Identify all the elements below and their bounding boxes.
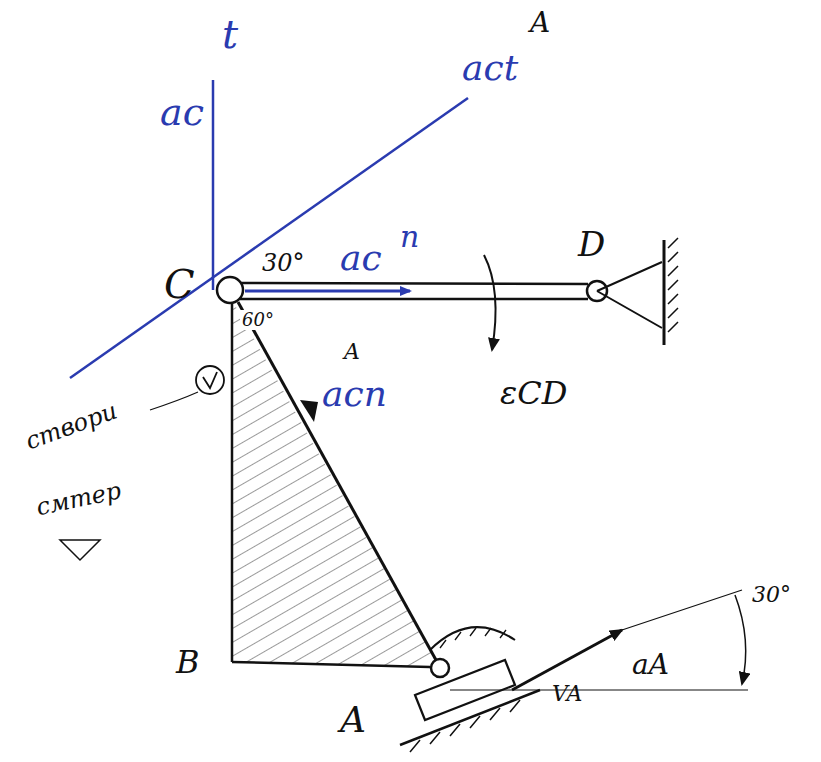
tangent-mark: t: [222, 12, 238, 56]
accel-label: ac: [340, 238, 382, 278]
point-label: C: [164, 262, 195, 306]
accel-label: aA: [632, 650, 669, 681]
point-label: B: [176, 645, 200, 680]
point-label: A: [340, 700, 366, 740]
point-label: A: [344, 340, 360, 364]
note: створи: [22, 397, 121, 454]
point-label: A: [530, 8, 550, 39]
angle-label: 60°: [240, 310, 276, 330]
normal-mark: n: [400, 220, 419, 253]
angle-label: 30°: [752, 583, 791, 607]
accel-label: acn: [322, 374, 387, 414]
accel-label: act: [462, 48, 518, 88]
point-label: D: [578, 226, 605, 263]
accel-label: ac: [160, 92, 204, 134]
angle-label: 30°: [262, 250, 305, 276]
velocity-label: VA: [552, 682, 582, 706]
note: смтер: [34, 477, 123, 521]
angular-accel-label: εCD: [500, 376, 567, 411]
